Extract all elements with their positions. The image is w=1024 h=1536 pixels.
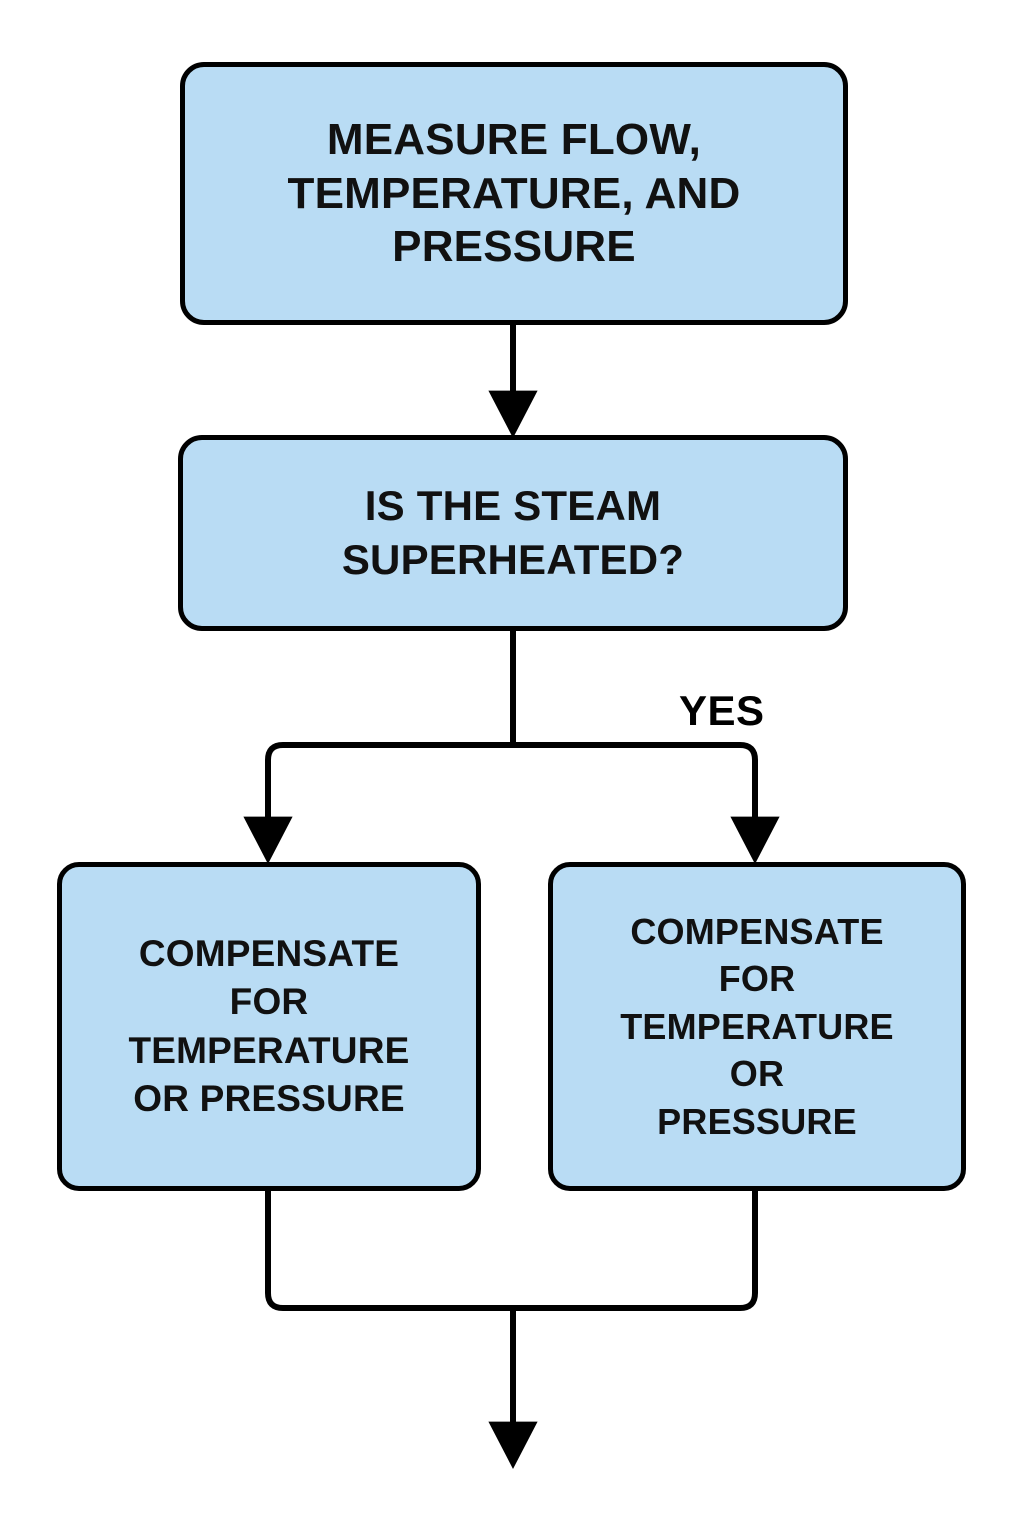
edge-right-to-merge	[513, 1191, 758, 1311]
node-compensate-left[interactable]: COMPENSATE FOR TEMPERATURE OR PRESSURE	[57, 862, 481, 1191]
node-measure-flow-temperature-pressure[interactable]: MEASURE FLOW, TEMPERATURE, AND PRESSURE	[180, 62, 848, 325]
node-question-label: IS THE STEAM SUPERHEATED?	[341, 482, 685, 583]
edge-question-to-left	[243, 742, 513, 865]
edge-question-to-right	[513, 742, 780, 865]
node-measure-label: MEASURE FLOW, TEMPERATURE, AND PRESSURE	[287, 114, 741, 272]
edge-label-yes: YES	[679, 687, 765, 734]
node-compensate-left-label: COMPENSATE FOR TEMPERATURE OR PRESSURE	[128, 933, 410, 1119]
node-is-steam-superheated[interactable]: IS THE STEAM SUPERHEATED?	[178, 435, 848, 631]
node-compensate-right-label: COMPENSATE FOR TEMPERATURE OR PRESSURE	[620, 910, 894, 1142]
edge-left-to-merge	[265, 1191, 513, 1311]
node-compensate-right[interactable]: COMPENSATE FOR TEMPERATURE OR PRESSURE	[548, 862, 966, 1191]
